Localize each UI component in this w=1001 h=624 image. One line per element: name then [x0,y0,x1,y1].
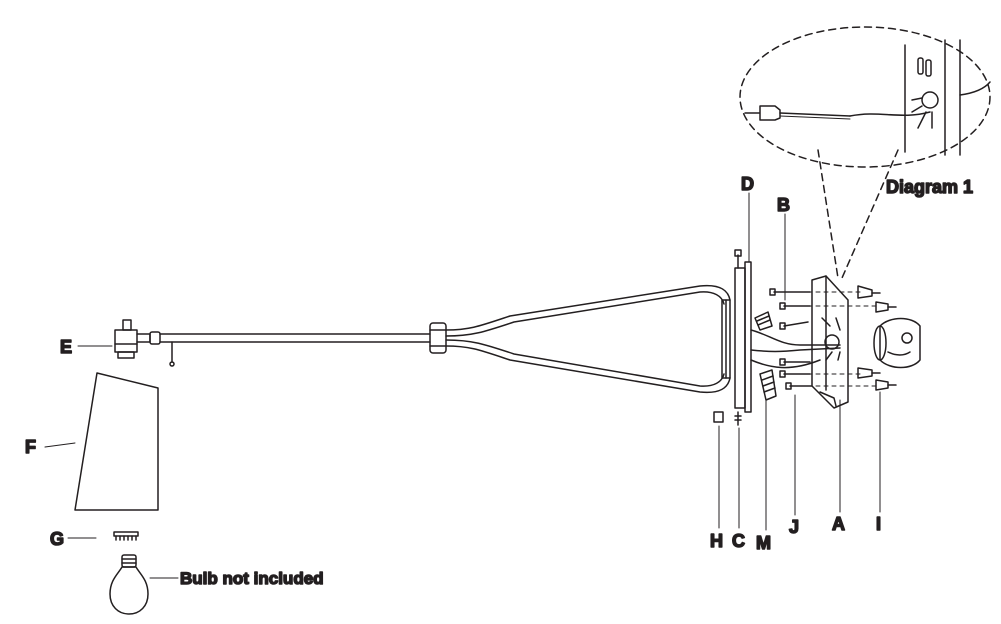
swing-arm [159,284,731,394]
screws [769,288,813,390]
backplate [713,249,752,426]
label-h: H [710,531,723,551]
junction-box [873,317,921,369]
label-e: E [60,337,72,357]
alignment-lines [799,291,881,387]
wall-anchors [857,285,897,391]
label-f: F [25,437,36,457]
ring [113,531,139,541]
diagram-1-caption: Diagram 1 [886,177,973,197]
shade [74,372,159,511]
diagram-1-detail [739,26,991,279]
bulb [109,554,149,615]
socket [114,319,175,367]
label-d: D [741,174,754,194]
label-g: G [50,529,64,549]
label-a: A [832,514,845,534]
leader-lines [44,192,881,579]
wire-nuts [754,311,777,401]
label-j: J [789,517,799,537]
label-i: I [876,514,881,534]
label-m: M [756,533,771,553]
mounting-plate [811,275,849,409]
label-b: B [777,195,790,215]
bulb-note: Bulb not included [180,569,324,588]
label-c: C [732,531,745,551]
